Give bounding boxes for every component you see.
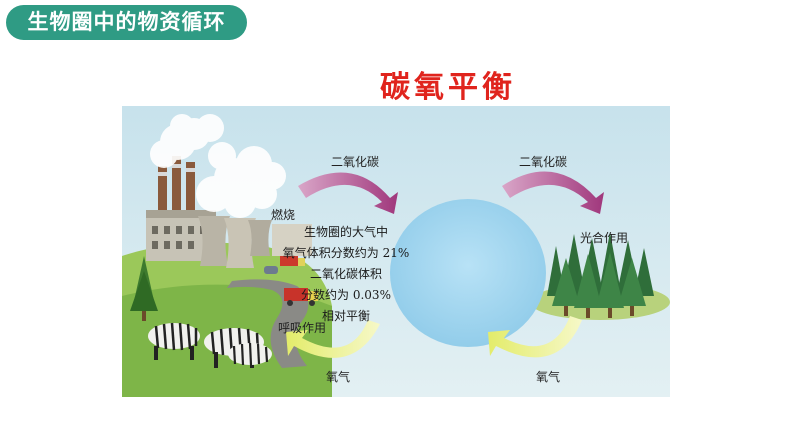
carbon-oxygen-scene [122, 106, 670, 397]
diagram-title: 碳氧平衡 [380, 70, 516, 105]
atmosphere-circle [390, 199, 546, 347]
atmosphere-line: 分数约为 0.03% [301, 288, 391, 302]
right-forest [530, 232, 670, 320]
co2-arrow-left [298, 172, 398, 214]
atmosphere-line: 二氧化碳体积 [309, 267, 382, 281]
label-o2-right: 氧气 [536, 370, 561, 384]
section-title-banner: 生物圈中的物资循环 [6, 5, 247, 40]
label-respiration: 呼吸作用 [278, 321, 327, 335]
label-burning: 燃烧 [271, 208, 296, 222]
vehicles [264, 256, 318, 306]
label-photosynthesis: 光合作用 [580, 231, 629, 245]
power-plant [146, 156, 312, 268]
scene-illustration [122, 106, 670, 397]
atmosphere-line: 相对平衡 [321, 309, 370, 323]
zebras [148, 322, 272, 368]
atmosphere-line: 生物圈的大气中 [303, 225, 388, 239]
o2-arrow-right [488, 316, 582, 358]
left-trees [130, 256, 158, 321]
label-o2-left: 氧气 [326, 370, 351, 384]
section-title: 生物圈中的物资循环 [27, 10, 226, 34]
o2-arrow-left [286, 320, 380, 358]
label-co2-right: 二氧化碳 [519, 155, 568, 169]
smoke-clouds [150, 114, 286, 218]
atmosphere-line: 氧气体积分数约为 21% [282, 246, 410, 260]
atmosphere-text: 生物圈的大气中 氧气体积分数约为 21% 二氧化碳体积 分数约为 0.03% 相… [268, 222, 424, 327]
co2-arrow-right [502, 171, 604, 214]
label-co2-left: 二氧化碳 [331, 155, 380, 169]
